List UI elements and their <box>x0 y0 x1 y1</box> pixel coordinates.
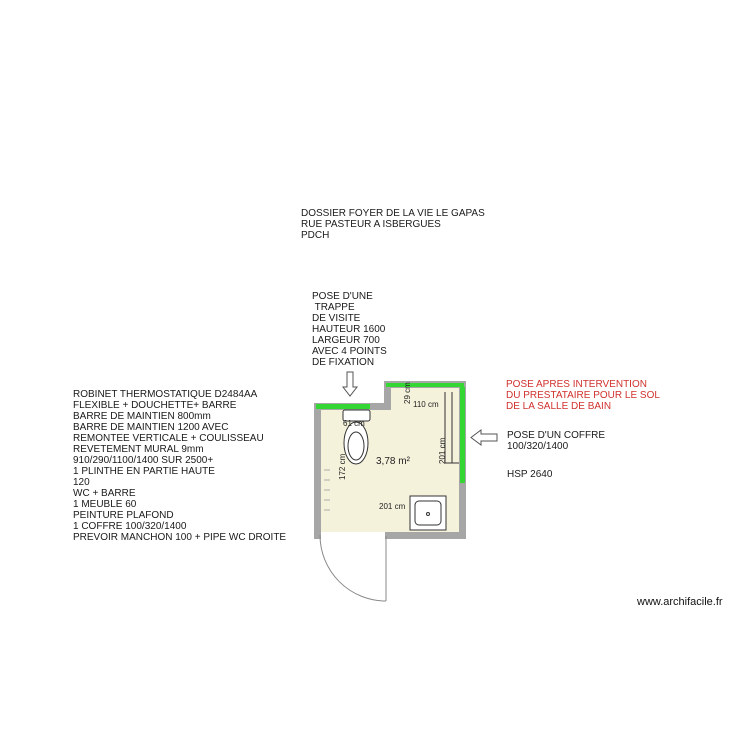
hsp-note: HSP 2640 <box>507 469 553 480</box>
trappe-arrow <box>341 371 359 397</box>
door-swing <box>319 534 387 602</box>
shower-bars <box>444 392 459 464</box>
coffre-note: POSE D'UN COFFRE 100/320/1400 <box>507 430 606 452</box>
dim-wc: 61 cm <box>343 419 365 428</box>
works-list-note: ROBINET THERMOSTATIQUE D2484AA FLEXIBLE … <box>73 389 287 543</box>
header-note: DOSSIER FOYER DE LA VIE LE GAPAS RUE PAS… <box>301 208 485 241</box>
highlight-strips <box>316 383 465 483</box>
toilet <box>342 409 371 465</box>
wall-step <box>384 381 391 410</box>
trappe-note: POSE D'UNE TRAPPE DE VISITE HAUTEUR 1600… <box>312 291 387 368</box>
dim-top-horizontal: 110 cm <box>413 400 439 409</box>
floor-warning-note: POSE APRES INTERVENTION DU PRESTATAIRE P… <box>506 379 660 412</box>
watermark: www.archifacile.fr <box>637 596 723 608</box>
door-opening <box>321 532 385 539</box>
dim-left-vertical: 172 cm <box>338 453 347 480</box>
room-area: 3,78 m² <box>376 456 411 467</box>
wall-left <box>314 403 321 535</box>
washbasin <box>409 495 447 531</box>
wall-bottom <box>314 532 466 539</box>
dim-right-vertical: 201 cm <box>438 437 447 464</box>
dim-top-vertical: 29 cm <box>403 382 412 404</box>
dimension-lines <box>324 469 330 511</box>
dim-bottom-horizontal: 201 cm <box>379 502 406 511</box>
coffre-arrow <box>470 429 498 446</box>
